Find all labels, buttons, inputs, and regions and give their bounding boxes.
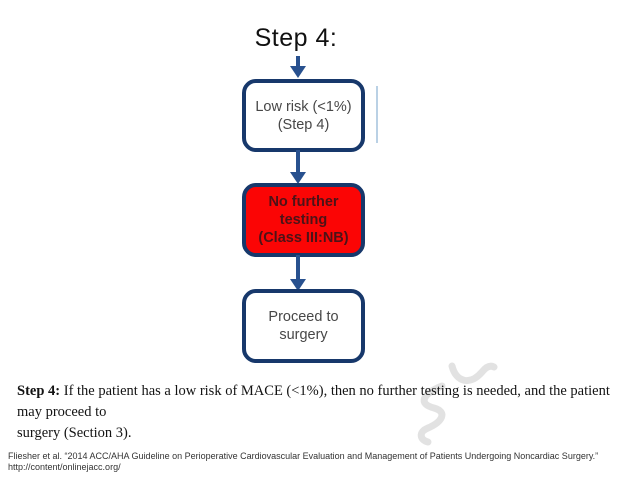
citation-line2: http://content/onlinejacc.org/ <box>8 462 121 472</box>
citation-line1: Fliesher et al. “2014 ACC/AHA Guideline … <box>8 451 599 461</box>
flow-arrow-top-head <box>290 66 306 78</box>
body-caption: Step 4: If the patient has a low risk of… <box>17 381 629 444</box>
flow-box-proceed-line1: Proceed to <box>268 309 339 325</box>
flow-box-proceed-line2: surgery <box>279 327 328 343</box>
flow-arrow-2-line <box>296 255 300 281</box>
flow-arrow-2-head <box>290 279 306 291</box>
flow-arrow-1-head <box>290 172 306 184</box>
flow-box-no-testing-line3: (Class III:NB) <box>258 230 349 246</box>
body-caption-line2: surgery (Section 3). <box>17 425 132 441</box>
flow-box-no-further-testing: No further testing (Class III:NB) <box>242 183 365 257</box>
flow-arrow-1-line <box>296 150 300 174</box>
watermark-swirl-icon <box>417 362 498 446</box>
flow-box-low-risk: Low risk (<1%) (Step 4) <box>242 79 365 152</box>
flow-box-proceed-to-surgery: Proceed to surgery <box>242 289 365 363</box>
flow-box-low-risk-line2: (Step 4) <box>277 116 330 133</box>
flow-box-low-risk-line1: Low risk (<1%) <box>255 98 352 115</box>
citation: Fliesher et al. “2014 ACC/AHA Guideline … <box>8 451 628 473</box>
cropped-box-edge <box>376 86 378 143</box>
flow-box-no-testing-line1: No further <box>268 194 339 210</box>
body-caption-line1: If the patient has a low risk of MACE (<… <box>17 383 610 420</box>
flow-box-no-testing-line2: testing <box>279 212 328 228</box>
flow-arrow-top-line <box>296 56 300 68</box>
body-step-label: Step 4: <box>17 383 61 399</box>
slide-title: Step 4: <box>254 24 338 52</box>
